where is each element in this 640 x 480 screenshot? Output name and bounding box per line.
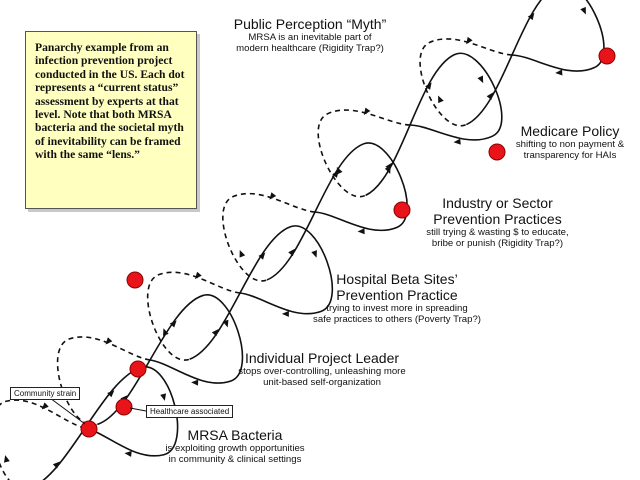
arrowhead-icon [269,192,277,200]
level-label-public-perception: Public Perception “Myth” MRSA is an inev… [200,16,420,54]
level-subtitle-line: unit-based self-organization [263,377,381,388]
arrowhead-icon [191,379,199,386]
status-dot-medicare-policy [488,143,506,161]
adaptive-cycle-industry-practices [222,142,408,282]
arrowhead-icon [527,12,535,21]
loop-solid-path [27,366,179,480]
level-title-line: Hospital Beta Sites’ [336,271,458,287]
loop-dashed-path [222,192,316,282]
status-dot-mrsa-bacteria [80,420,98,438]
level-label-mrsa-bacteria: MRSA Bacteria is exploiting growth oppor… [150,427,320,465]
arrowhead-icon [288,248,295,257]
loop-solid-path [466,0,605,126]
arrowhead-icon [239,249,246,258]
level-title: MRSA Bacteria [187,427,283,443]
level-title: Individual Project Leader [244,350,400,366]
level-label-hospital-beta-sites: Hospital Beta Sites’ Prevention Practice… [282,271,512,325]
arrowhead-icon [107,390,115,398]
level-subtitle-line: stops over-controlling, unleashing more [238,366,406,377]
arrowhead-icon [160,393,167,401]
arrowhead-icon [357,228,365,235]
status-dot-project-leader [129,360,147,378]
level-subtitle-line: still trying & wasting $ to educate, [426,227,569,238]
arrowhead-icon [211,328,219,337]
level-title: Public Perception “Myth” [233,16,387,32]
adaptive-cycle-public-perception [419,0,605,127]
level-subtitle-line: safe practices to others (Poverty Trap?) [313,314,481,325]
level-label-project-leader: Individual Project Leader stops over-con… [222,350,422,388]
level-subtitle-line: is exploiting growth opportunities [165,443,305,454]
loop-dashed-path [317,109,411,198]
level-title-line: Industry or Sector [442,195,553,211]
level-title: Medicare Policy [520,123,620,139]
arrowhead-icon [281,310,289,317]
arrowhead-icon [222,319,229,328]
level-label-industry-practices: Industry or Sector Prevention Practices … [400,195,595,249]
loop-solid-path [266,142,408,281]
arrowhead-icon [169,320,177,328]
healthcare-leader-line [129,407,147,412]
level-subtitle-line: trying to invest more in spreading [326,303,468,314]
community-leader-line [49,397,86,425]
level-subtitle-line: bribe or punish (Rigidity Trap?) [431,238,564,249]
arrowhead-icon [332,170,339,178]
level-title-line: Prevention Practice [336,287,458,303]
level-subtitle-line: MRSA is an inevitable part of [248,32,372,43]
adaptive-cycle-hospital-beta-sites [146,225,334,361]
arrowhead-icon [3,455,10,463]
status-dot-public-perception [598,47,616,65]
status-dot-hospital-beta-sites [126,271,144,289]
arrowhead-icon [425,82,432,90]
healthcare-associated-callout: Healthcare associated [146,405,234,418]
loop-dashed-path [146,271,241,361]
level-label-medicare-policy: Medicare Policy shifting to non payment … [505,123,635,161]
community-strain-callout: Community strain [10,387,81,400]
arrowhead-icon [52,461,60,469]
loop-dashed-path [56,336,151,426]
adaptive-cycle-medicare-policy [317,52,503,198]
loop-dashed-path [419,38,513,127]
arrowhead-icon [438,95,444,104]
arrowhead-icon [477,75,484,84]
loop-solid-path [189,225,334,360]
level-subtitle-line: modern healthcare (Rigidity Trap?) [236,43,384,54]
arrowhead-icon [311,250,317,258]
arrowhead-icon [124,450,132,457]
arrowhead-icon [258,252,266,260]
arrowhead-icon [466,36,473,45]
arrowhead-icon [453,138,461,145]
level-subtitle-line: transparency for HAIs [523,150,617,161]
arrowhead-icon [194,271,202,280]
level-subtitle-line: in community & clinical settings [168,454,302,465]
arrowhead-icon [384,166,391,175]
adaptive-cycle-mrsa-bacteria [0,366,179,480]
arrowhead-icon [363,107,371,116]
loop-solid-path [365,52,503,197]
arrowhead-icon [41,402,49,410]
arrowhead-icon [580,6,586,15]
level-subtitle-line: shifting to non payment & [515,139,625,150]
status-dot-healthcare-associated [115,398,133,416]
arrowhead-icon [486,92,494,100]
arrowhead-icon [105,337,113,345]
status-dot-industry-practices [393,201,411,219]
arrowhead-icon [555,69,563,76]
explanation-note: Panarchy example from an infection preve… [25,31,197,209]
level-title-line: Prevention Practices [433,211,562,227]
loop-dashed-path [0,399,86,480]
